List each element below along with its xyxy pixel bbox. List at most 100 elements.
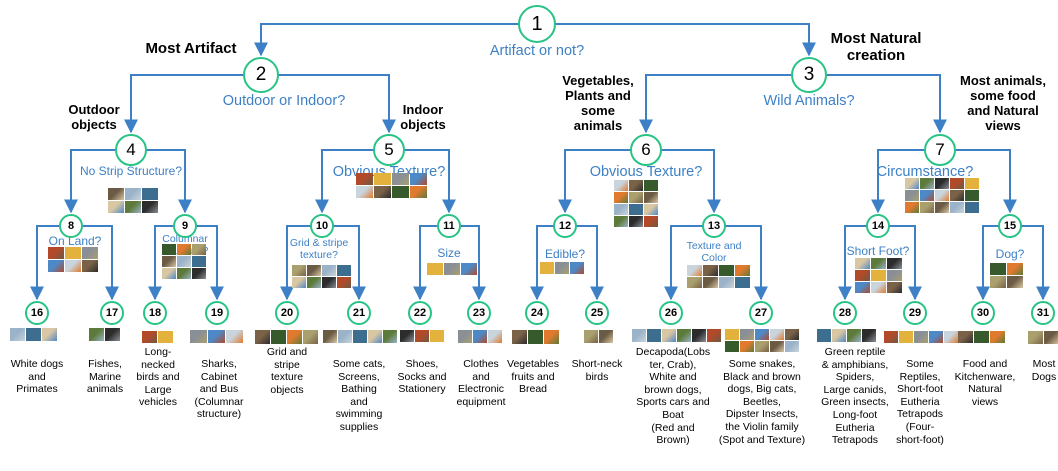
thumbnail-image <box>162 268 176 279</box>
thumbnail-image <box>871 258 886 269</box>
question-1: Artifact or not? <box>489 43 585 59</box>
thumbnail-image <box>905 202 919 213</box>
thumbnail-image <box>629 216 643 227</box>
thumbnail-image <box>647 329 661 342</box>
question-4: No Strip Structure? <box>79 164 183 178</box>
branch-label-most-artifact: Most Artifact <box>145 40 237 57</box>
thumbnail-image <box>512 330 527 344</box>
thumbnail-image <box>461 263 477 275</box>
leaf-label-27: Some snakes, Black and brown dogs, Big c… <box>718 358 806 446</box>
node-2: 2 <box>243 57 279 93</box>
leaf-label-28: Green reptile & amphibians, Spiders, Lar… <box>821 346 889 447</box>
thumbnail-image <box>322 265 336 276</box>
thumbnail-image <box>303 330 318 344</box>
thumbnail-image <box>632 329 646 342</box>
thumbnail-image <box>817 329 831 342</box>
thumbnail-image <box>871 282 886 293</box>
thumbnail-image <box>855 270 870 281</box>
edge-10-21 <box>322 225 366 301</box>
thumbnail-image <box>307 265 321 276</box>
thumbs-leaf-19 <box>190 330 244 343</box>
leaf-label-24: Vegetables fruits and Bread <box>507 358 559 396</box>
branch-label-outdoor: Outdoor objects <box>68 102 120 132</box>
thumbs-node-10 <box>292 265 352 288</box>
thumbnail-image <box>599 330 613 343</box>
thumbnail-image <box>990 331 1005 343</box>
node-15: 15 <box>998 214 1022 238</box>
thumbnail-image <box>292 265 306 276</box>
thumbnail-image <box>89 328 104 341</box>
thumbs-node-13 <box>687 265 751 288</box>
thumbnail-image <box>707 329 721 342</box>
thumbnail-image <box>935 190 949 201</box>
node-31: 31 <box>1031 301 1055 325</box>
thumbnail-image <box>322 277 336 288</box>
thumbnail-image <box>935 202 949 213</box>
thumbnail-image <box>990 263 1006 275</box>
thumbnail-image <box>540 262 554 274</box>
thumbnail-image <box>10 328 25 341</box>
thumbnail-image <box>555 262 569 274</box>
node-29: 29 <box>903 301 927 325</box>
thumbs-node-6 <box>614 180 659 227</box>
thumbnail-image <box>990 276 1006 288</box>
node-28: 28 <box>833 301 857 325</box>
thumbs-leaf-21 <box>323 330 398 343</box>
thumbnail-image <box>644 192 658 203</box>
thumbnail-image <box>914 331 928 343</box>
thumbnail-image <box>48 247 64 259</box>
thumbnail-image <box>905 178 919 189</box>
thumbnail-image <box>687 277 702 288</box>
node-27: 27 <box>749 301 773 325</box>
thumbnail-image <box>905 190 919 201</box>
question-8: On Land? <box>48 234 102 248</box>
thumbs-node-7 <box>905 178 980 213</box>
branch-label-indoor: Indoor objects <box>400 102 446 132</box>
thumbnail-image <box>356 173 373 185</box>
thumbnail-image <box>887 270 902 281</box>
thumbnail-image <box>629 192 643 203</box>
thumbnail-image <box>528 330 543 344</box>
thumbnail-image <box>785 329 799 340</box>
thumbnail-image <box>374 173 391 185</box>
thumbnail-image <box>950 190 964 201</box>
thumbs-leaf-24 <box>512 330 560 344</box>
thumbnail-image <box>785 341 799 352</box>
thumbnail-image <box>368 330 382 343</box>
thumbnail-image <box>307 277 321 288</box>
edge-1-3 <box>537 23 816 57</box>
thumbnail-image <box>410 173 427 185</box>
thumbnail-image <box>847 329 861 342</box>
node-22: 22 <box>408 301 432 325</box>
thumbnail-image <box>629 180 643 191</box>
edge-6-12 <box>558 149 646 214</box>
thumbnail-image <box>740 329 754 340</box>
thumbnail-image <box>614 192 628 203</box>
thumbnail-image <box>1044 331 1058 344</box>
thumbnail-image <box>356 186 373 198</box>
edge-4-9 <box>131 149 192 214</box>
thumbnail-image <box>430 330 444 342</box>
thumbnail-image <box>444 263 460 275</box>
thumbnail-image <box>142 188 158 200</box>
edge-4-8 <box>64 149 131 214</box>
thumbnail-image <box>177 256 191 267</box>
thumbs-leaf-27 <box>725 329 800 352</box>
node-30: 30 <box>971 301 995 325</box>
thumbnail-image <box>392 186 409 198</box>
thumbnail-image <box>935 178 949 189</box>
thumbnail-image <box>142 331 157 343</box>
thumbnail-image <box>703 265 718 276</box>
thumbnail-image <box>383 330 397 343</box>
thumbnail-image <box>719 277 734 288</box>
node-3: 3 <box>791 57 827 93</box>
thumbnail-image <box>644 204 658 215</box>
node-9: 9 <box>173 214 197 238</box>
thumbs-leaf-17 <box>89 328 121 341</box>
thumbnail-image <box>920 178 934 189</box>
thumbnail-image <box>458 330 472 343</box>
node-6: 6 <box>630 134 662 166</box>
thumbnail-image <box>687 265 702 276</box>
leaf-label-25: Short-neck birds <box>571 358 623 383</box>
